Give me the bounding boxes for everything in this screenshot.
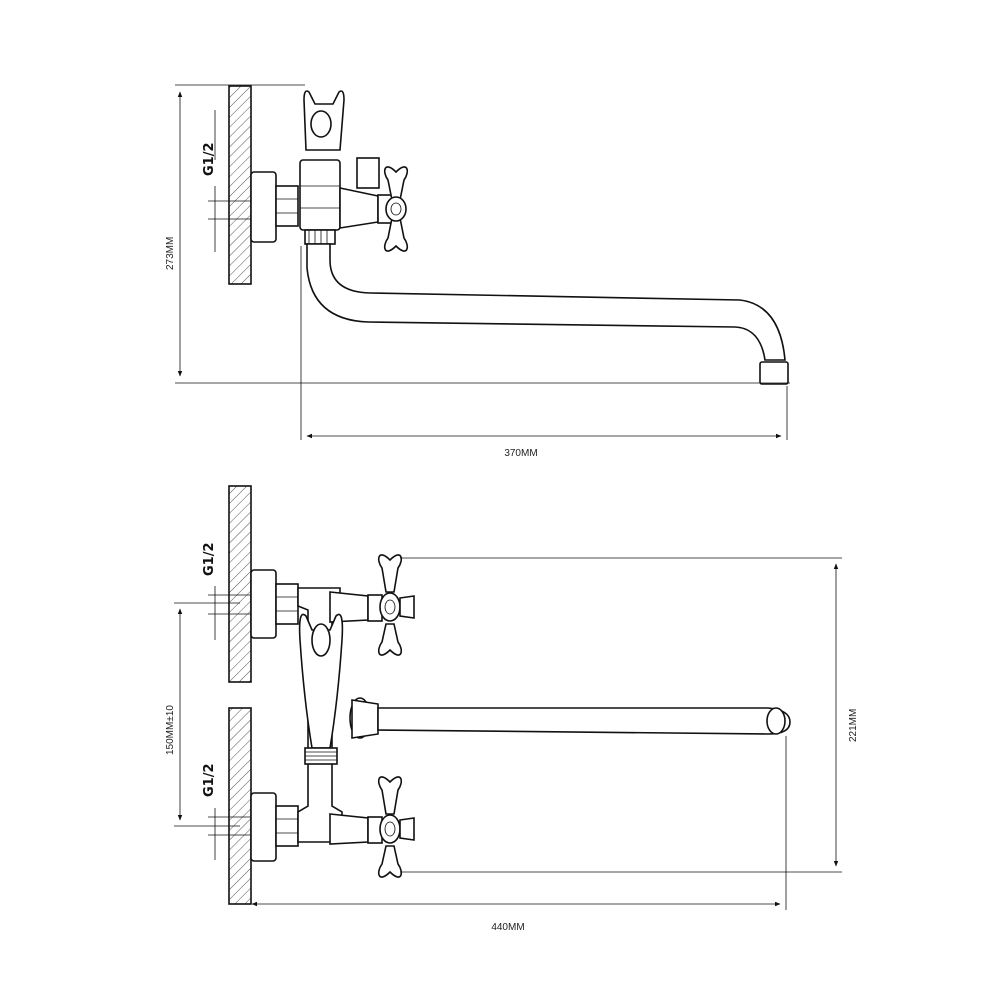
side-spout: [306, 243, 786, 361]
front-total-width-dimension: 440MM: [491, 922, 524, 933]
side-mixer-body: [299, 159, 341, 231]
front-cross-handle-lower[interactable]: [377, 776, 415, 878]
side-diverter: [356, 157, 380, 189]
front-flange-lower: [250, 792, 277, 862]
front-flange-upper: [250, 569, 277, 639]
front-cross-handle-upper[interactable]: [377, 554, 415, 656]
side-flange: [250, 171, 277, 243]
side-spout-length-dimension: 370MM: [504, 448, 537, 459]
side-thread-label: G1/2: [202, 142, 217, 176]
front-wall-upper: [228, 485, 252, 683]
front-wall-lower: [228, 707, 252, 905]
side-valve-body: [339, 187, 379, 229]
side-cross-handle[interactable]: [383, 166, 409, 252]
front-spout-nut: [351, 699, 379, 739]
front-total-height-dimension: 221MM: [848, 709, 859, 742]
front-center-distance-dimension: 150MM±10: [165, 705, 176, 755]
front-spout: [377, 707, 791, 735]
side-height-dimension: 273MM: [165, 237, 176, 270]
side-eccentric-nut: [275, 185, 299, 227]
front-thread-label-lower: G1/2: [202, 763, 217, 797]
front-view: G1/2 G1/2: [165, 485, 859, 933]
side-aerator: [759, 361, 789, 385]
side-wall: [228, 85, 252, 285]
front-thread-label-upper: G1/2: [202, 542, 217, 576]
side-view: G1/2: [165, 84, 790, 459]
